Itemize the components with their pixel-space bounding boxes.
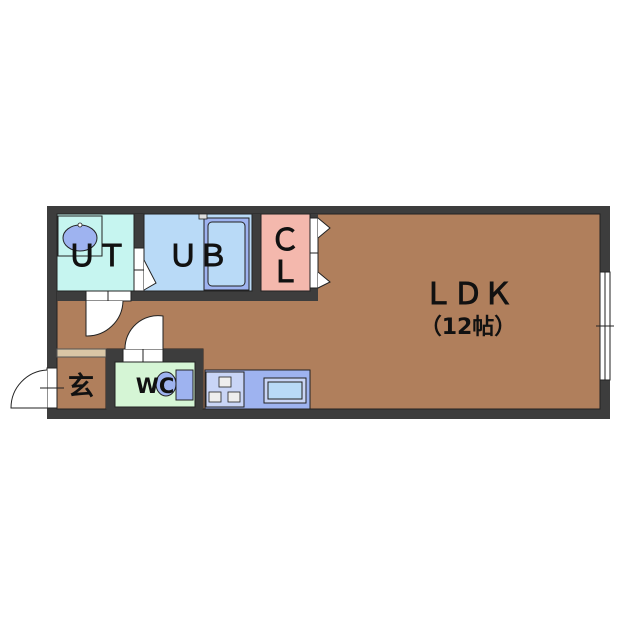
- ut-door: [85, 290, 132, 337]
- closet: [260, 213, 311, 292]
- genkan-label: 玄: [68, 371, 94, 402]
- ldk-window: [596, 271, 614, 381]
- closet-label-l: Ｌ: [270, 255, 300, 290]
- ldk-size-label: （12帖）: [420, 315, 517, 340]
- wc-door: [122, 315, 164, 363]
- ldk-label: ＬＤＫ: [423, 277, 513, 312]
- wc-label: WC: [136, 374, 175, 398]
- ut-label: ＵＴ: [67, 239, 127, 274]
- closet-label-c: Ｃ: [270, 223, 300, 258]
- bathtub-icon: [198, 213, 250, 291]
- ub-door: [133, 247, 157, 292]
- ub-label: ＵＢ: [168, 239, 228, 274]
- washbasin-icon: [57, 215, 103, 257]
- toilet-icon: [155, 369, 194, 401]
- genkan-step: [56, 348, 107, 358]
- kitchen-counter: [204, 369, 311, 410]
- genkan-floor: [56, 356, 107, 410]
- ub-cl-partition: [252, 214, 261, 294]
- closet-doors: [309, 217, 331, 289]
- entrance-door: [10, 367, 64, 409]
- upper-room-wall: [57, 291, 318, 301]
